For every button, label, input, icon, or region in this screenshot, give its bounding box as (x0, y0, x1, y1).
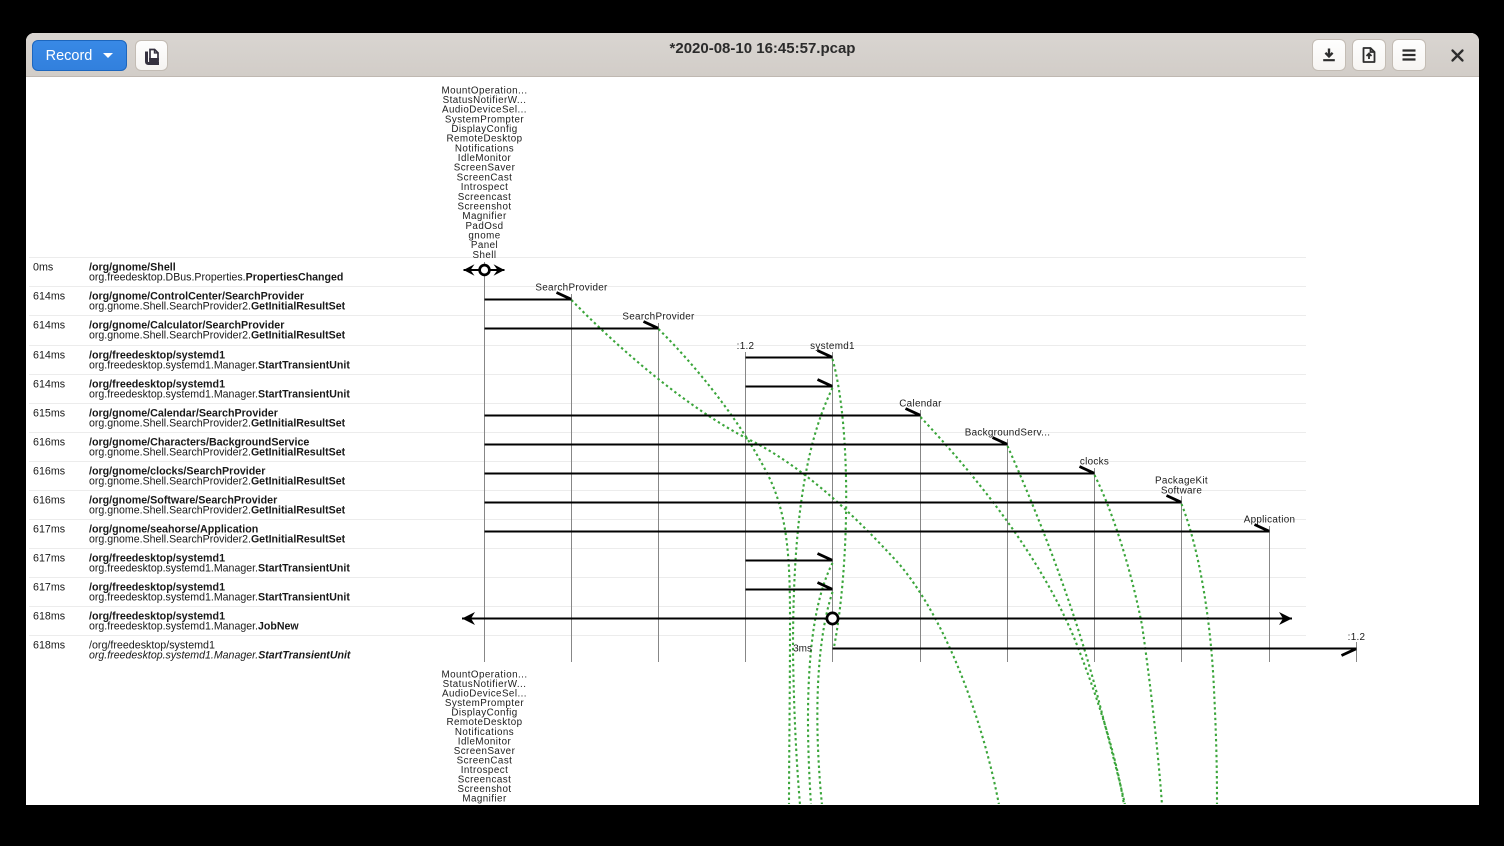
svg-text:org.gnome.Shell.SearchProvider: org.gnome.Shell.SearchProvider2.GetIniti… (89, 534, 346, 546)
svg-text:MountOperation...: MountOperation... (441, 670, 527, 681)
svg-text:ScreenSaver: ScreenSaver (454, 746, 516, 757)
svg-text:/org/freedesktop/systemd1: /org/freedesktop/systemd1 (89, 582, 225, 594)
svg-text:SystemPrompter: SystemPrompter (445, 698, 525, 709)
svg-text:org.freedesktop.systemd1.Manag: org.freedesktop.systemd1.Manager.StartTr… (89, 389, 350, 401)
svg-text::1.2: :1.2 (737, 341, 755, 352)
svg-text:gnome: gnome (468, 231, 500, 242)
svg-text:Software: Software (1161, 485, 1203, 496)
svg-text:Shell: Shell (472, 250, 496, 261)
svg-text:MountOperation...: MountOperation... (441, 85, 527, 96)
svg-text:/org/gnome/seahorse/Applicatio: /org/gnome/seahorse/Application (89, 524, 258, 536)
svg-text:0ms: 0ms (33, 262, 53, 274)
svg-text:org.freedesktop.systemd1.Manag: org.freedesktop.systemd1.Manager.StartTr… (89, 650, 351, 662)
svg-text:Calendar: Calendar (899, 399, 942, 410)
svg-text:/org/gnome/ControlCenter/Searc: /org/gnome/ControlCenter/SearchProvider (89, 291, 304, 303)
svg-text:/org/freedesktop/systemd1: /org/freedesktop/systemd1 (89, 640, 215, 652)
svg-text:SearchProvider: SearchProvider (535, 283, 608, 294)
svg-text:616ms: 616ms (33, 466, 65, 478)
svg-text:Magnifier: Magnifier (462, 211, 507, 222)
svg-text:SearchProvider: SearchProvider (622, 312, 695, 323)
svg-text:systemd1: systemd1 (810, 341, 855, 352)
svg-text:618ms: 618ms (33, 640, 65, 652)
svg-text:ScreenSaver: ScreenSaver (454, 163, 516, 174)
svg-text:618ms: 618ms (33, 611, 65, 623)
svg-text:StatusNotifierW...: StatusNotifierW... (443, 95, 527, 106)
svg-text:org.gnome.Shell.SearchProvider: org.gnome.Shell.SearchProvider2.GetIniti… (89, 418, 346, 430)
svg-text:/org/gnome/Shell: /org/gnome/Shell (89, 262, 176, 274)
svg-text:AudioDeviceSel...: AudioDeviceSel... (442, 689, 527, 700)
svg-text:Application: Application (1244, 515, 1296, 526)
svg-text:Notifications: Notifications (455, 143, 514, 154)
svg-text:/org/freedesktop/systemd1: /org/freedesktop/systemd1 (89, 553, 225, 565)
svg-text:/org/freedesktop/systemd1: /org/freedesktop/systemd1 (89, 379, 225, 391)
svg-text:org.freedesktop.DBus.Propertie: org.freedesktop.DBus.Properties.Properti… (89, 272, 343, 284)
svg-text:Screenshot: Screenshot (457, 202, 511, 213)
svg-text:Screencast: Screencast (458, 775, 512, 786)
svg-text:org.freedesktop.systemd1.Manag: org.freedesktop.systemd1.Manager.StartTr… (89, 563, 350, 575)
svg-text:ScreenCast: ScreenCast (457, 172, 513, 183)
svg-text:Magnifier: Magnifier (462, 794, 507, 804)
svg-text:BackgroundServ...: BackgroundServ... (965, 428, 1051, 439)
svg-text:SystemPrompter: SystemPrompter (445, 114, 525, 125)
svg-text:org.freedesktop.systemd1.Manag: org.freedesktop.systemd1.Manager.StartTr… (89, 360, 350, 372)
svg-text::1.2: :1.2 (1348, 632, 1366, 643)
svg-text:614ms: 614ms (33, 320, 65, 332)
svg-text:3ms: 3ms (793, 644, 812, 655)
svg-text:PackageKit: PackageKit (1155, 476, 1208, 487)
svg-text:org.gnome.Shell.SearchProvider: org.gnome.Shell.SearchProvider2.GetIniti… (89, 301, 346, 313)
svg-text:IdleMonitor: IdleMonitor (458, 736, 512, 747)
svg-text:AudioDeviceSel...: AudioDeviceSel... (442, 105, 527, 116)
svg-text:/org/gnome/Calculator/SearchPr: /org/gnome/Calculator/SearchProvider (89, 320, 284, 332)
svg-text:org.gnome.Shell.SearchProvider: org.gnome.Shell.SearchProvider2.GetIniti… (89, 476, 346, 488)
svg-text:/org/gnome/Software/SearchProv: /org/gnome/Software/SearchProvider (89, 495, 277, 507)
svg-text:Introspect: Introspect (461, 765, 509, 776)
svg-text:RemoteDesktop: RemoteDesktop (446, 717, 522, 728)
svg-text:/org/freedesktop/systemd1: /org/freedesktop/systemd1 (89, 350, 225, 362)
svg-text:org.gnome.Shell.SearchProvider: org.gnome.Shell.SearchProvider2.GetIniti… (89, 447, 346, 459)
svg-text:617ms: 617ms (33, 524, 65, 536)
svg-text:614ms: 614ms (33, 291, 65, 303)
svg-text:ScreenCast: ScreenCast (457, 756, 513, 767)
svg-text:DisplayConfig: DisplayConfig (451, 708, 517, 719)
svg-text:org.gnome.Shell.SearchProvider: org.gnome.Shell.SearchProvider2.GetIniti… (89, 330, 346, 342)
svg-text:org.freedesktop.systemd1.Manag: org.freedesktop.systemd1.Manager.StartTr… (89, 592, 350, 604)
svg-text:614ms: 614ms (33, 350, 65, 362)
svg-text:StatusNotifierW...: StatusNotifierW... (443, 679, 527, 690)
svg-text:Notifications: Notifications (455, 727, 514, 738)
svg-text:RemoteDesktop: RemoteDesktop (446, 134, 522, 145)
svg-text:616ms: 616ms (33, 437, 65, 449)
svg-text:Screencast: Screencast (458, 192, 512, 203)
svg-text:org.gnome.Shell.SearchProvider: org.gnome.Shell.SearchProvider2.GetIniti… (89, 505, 346, 517)
svg-text:Introspect: Introspect (461, 182, 509, 193)
svg-text:PadOsd: PadOsd (465, 221, 503, 232)
svg-text:/org/gnome/clocks/SearchProvid: /org/gnome/clocks/SearchProvider (89, 466, 265, 478)
svg-text:DisplayConfig: DisplayConfig (451, 124, 517, 135)
svg-text:616ms: 616ms (33, 495, 65, 507)
svg-text:clocks: clocks (1080, 457, 1109, 468)
svg-text:Panel: Panel (471, 240, 498, 251)
svg-text:org.freedesktop.systemd1.Manag: org.freedesktop.systemd1.Manager.JobNew (89, 621, 299, 633)
svg-text:Screenshot: Screenshot (457, 784, 511, 795)
svg-text:/org/freedesktop/systemd1: /org/freedesktop/systemd1 (89, 611, 225, 623)
svg-text:/org/gnome/Characters/Backgrou: /org/gnome/Characters/BackgroundService (89, 437, 309, 449)
svg-text:617ms: 617ms (33, 582, 65, 594)
svg-text:/org/gnome/Calendar/SearchProv: /org/gnome/Calendar/SearchProvider (89, 408, 278, 420)
svg-text:617ms: 617ms (33, 553, 65, 565)
svg-text:614ms: 614ms (33, 379, 65, 391)
svg-text:IdleMonitor: IdleMonitor (458, 153, 512, 164)
svg-text:615ms: 615ms (33, 408, 65, 420)
